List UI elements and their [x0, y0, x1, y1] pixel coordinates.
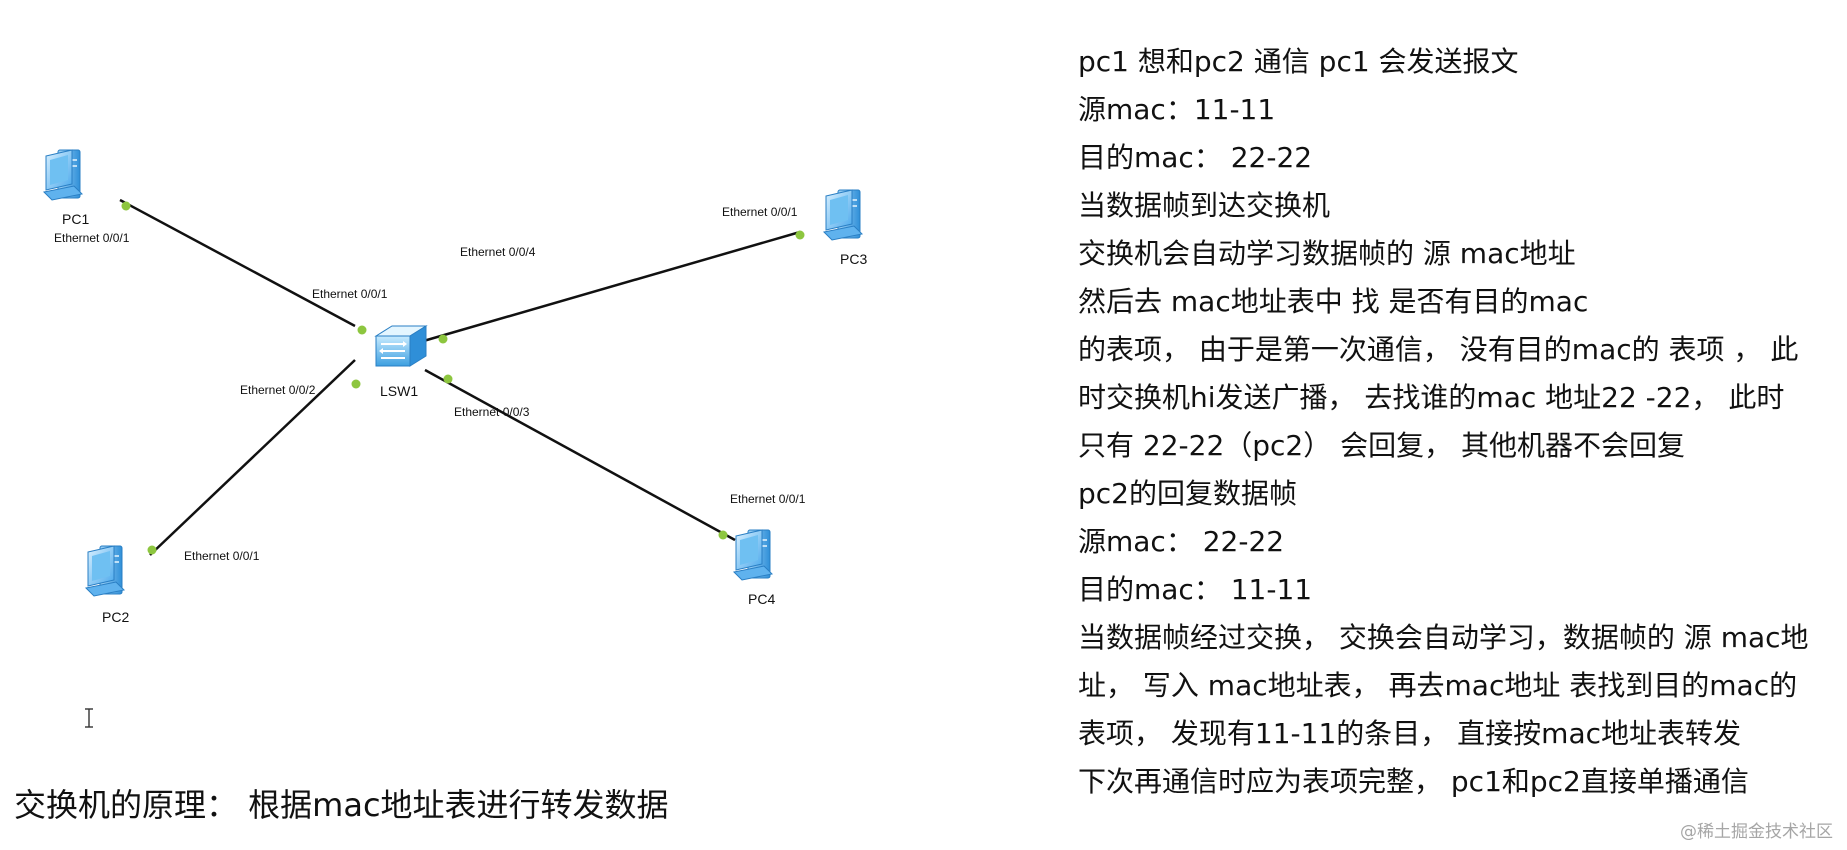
switch-principle-caption: 交换机的原理： 根据mac地址表进行转发数据	[14, 786, 669, 824]
node-label-pc4: PC4	[748, 591, 775, 607]
watermark: @稀土掘金技术社区	[1680, 822, 1833, 842]
port-dot	[443, 374, 453, 384]
port-label-pc2-side: Ethernet 0/0/1	[184, 549, 260, 563]
note-line: pc1 想和pc2 通信 pc1 会发送报文	[1078, 45, 1519, 78]
note-line: 下次再通信时应为表项完整， pc1和pc2直接单播通信	[1078, 765, 1749, 798]
node-label-lsw1: LSW1	[380, 383, 418, 399]
node-pc1[interactable]	[43, 149, 83, 201]
pc-icon	[43, 149, 83, 201]
port-dot	[351, 379, 361, 389]
port-dot	[147, 545, 157, 555]
pc-icon	[85, 545, 125, 597]
port-label-pc1-side: Ethernet 0/0/1	[54, 231, 130, 245]
note-line: 当数据帧到达交换机	[1078, 189, 1331, 222]
node-label-pc1: PC1	[62, 211, 89, 227]
node-lsw1[interactable]	[375, 325, 427, 367]
link-pc2-lsw1[interactable]	[149, 359, 356, 556]
port-dots	[121, 201, 805, 555]
switch-icon	[375, 325, 427, 367]
port-dot	[795, 230, 805, 240]
node-pc4[interactable]	[733, 529, 773, 581]
note-line: 的表项， 由于是第一次通信， 没有目的mac的 表项 ， 此	[1078, 333, 1799, 366]
note-line: 时交换机hi发送广播， 去找谁的mac 地址22 -22， 此时	[1078, 381, 1785, 414]
port-label-lsw1-pc1-side: Ethernet 0/0/1	[312, 287, 388, 301]
links-layer	[119, 198, 801, 556]
note-line: 只有 22-22（pc2） 会回复， 其他机器不会回复	[1078, 429, 1686, 462]
port-label-lsw1-pc4-side: Ethernet 0/0/3	[454, 405, 530, 419]
port-label-pc4-side: Ethernet 0/0/1	[730, 492, 806, 506]
note-line: 目的mac： 11-11	[1078, 573, 1313, 606]
note-line: 目的mac： 22-22	[1078, 141, 1313, 174]
note-line: 源mac：11-11	[1078, 93, 1276, 126]
note-line: 址， 写入 mac地址表， 再去mac地址 表找到目的mac的	[1078, 669, 1798, 702]
text-cursor-icon	[85, 708, 93, 728]
port-label-pc3-side: Ethernet 0/0/1	[722, 205, 798, 219]
port-dot	[438, 334, 448, 344]
network-topology-diagram: PC1 PC2 PC3 PC4 LSW1 Ethernet 0/0/1 Ethe…	[43, 149, 867, 625]
note-line: 表项， 发现有11-11的条目， 直接按mac地址表转发	[1078, 717, 1741, 750]
note-line: 源mac： 22-22	[1078, 525, 1285, 558]
note-line: pc2的回复数据帧	[1078, 477, 1297, 510]
explanation-notes: pc1 想和pc2 通信 pc1 会发送报文 源mac：11-11 目的mac：…	[1078, 38, 1823, 806]
port-dot	[121, 201, 131, 211]
port-dot	[718, 530, 728, 540]
link-pc4-lsw1[interactable]	[424, 368, 736, 542]
port-label-lsw1-pc3-side: Ethernet 0/0/4	[460, 245, 536, 259]
pc-icon	[733, 529, 773, 581]
port-dot	[357, 325, 367, 335]
node-label-pc2: PC2	[102, 609, 129, 625]
node-pc3[interactable]	[823, 189, 863, 241]
port-label-lsw1-pc2-side: Ethernet 0/0/2	[240, 383, 316, 397]
note-line: 当数据帧经过交换， 交换会自动学习，数据帧的 源 mac地	[1078, 621, 1809, 654]
note-line: 然后去 mac地址表中 找 是否有目的mac	[1078, 285, 1589, 318]
link-pc3-lsw1[interactable]	[419, 230, 801, 344]
pc-icon	[823, 189, 863, 241]
note-line: 交换机会自动学习数据帧的 源 mac地址	[1078, 237, 1576, 270]
link-pc1-lsw1[interactable]	[119, 198, 356, 328]
node-label-pc3: PC3	[840, 251, 867, 267]
node-pc2[interactable]	[85, 545, 125, 597]
